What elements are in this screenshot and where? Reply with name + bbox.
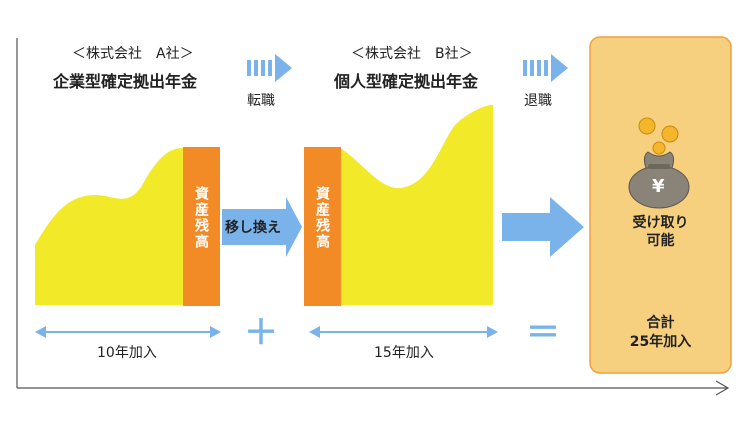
company-b-growth-area [340, 104, 493, 305]
company-a-label: ＜株式会社 A社＞ [72, 46, 194, 62]
result-arrow [502, 197, 584, 257]
company-b-label: ＜株式会社 B社＞ [351, 46, 473, 62]
company-b-plan: 個人型確定拠出年金 [334, 72, 479, 91]
equals-sign: ＝ [526, 313, 560, 353]
company-a-balance-bar [183, 147, 220, 306]
transfer-label: 移し換え [225, 220, 281, 236]
result-receive-line1: 受け取り [632, 215, 689, 231]
job-change-arrow [247, 54, 292, 82]
retirement-arrow [523, 54, 568, 82]
transfer-arrow [222, 197, 302, 257]
company-a-span-arrow [35, 326, 221, 338]
company-b-years: 15年加入 [374, 345, 434, 361]
job-change-label: 転職 [247, 93, 275, 109]
result-receive-text: 受け取り 可能 [590, 214, 731, 250]
company-a-plan: 企業型確定拠出年金 [53, 72, 198, 91]
company-b-balance-bar [304, 147, 341, 306]
plus-sign: ＋ [244, 313, 278, 353]
company-b-span-arrow [309, 326, 498, 338]
company-a-growth-area [35, 148, 183, 305]
result-total-line2: 25年加入 [629, 334, 692, 350]
retirement-label: 退職 [524, 93, 552, 109]
result-receive-line2: 可能 [646, 233, 675, 249]
result-total-text: 合計 25年加入 [590, 314, 731, 352]
yen-symbol: ¥ [652, 176, 665, 197]
company-b-balance-label: 資産残高 [314, 186, 330, 250]
time-axis [16, 38, 730, 396]
money-bag-icon [628, 117, 690, 209]
company-a-years: 10年加入 [97, 345, 157, 361]
company-a-balance-label: 資産残高 [193, 186, 209, 250]
result-total-line1: 合計 [646, 315, 675, 331]
